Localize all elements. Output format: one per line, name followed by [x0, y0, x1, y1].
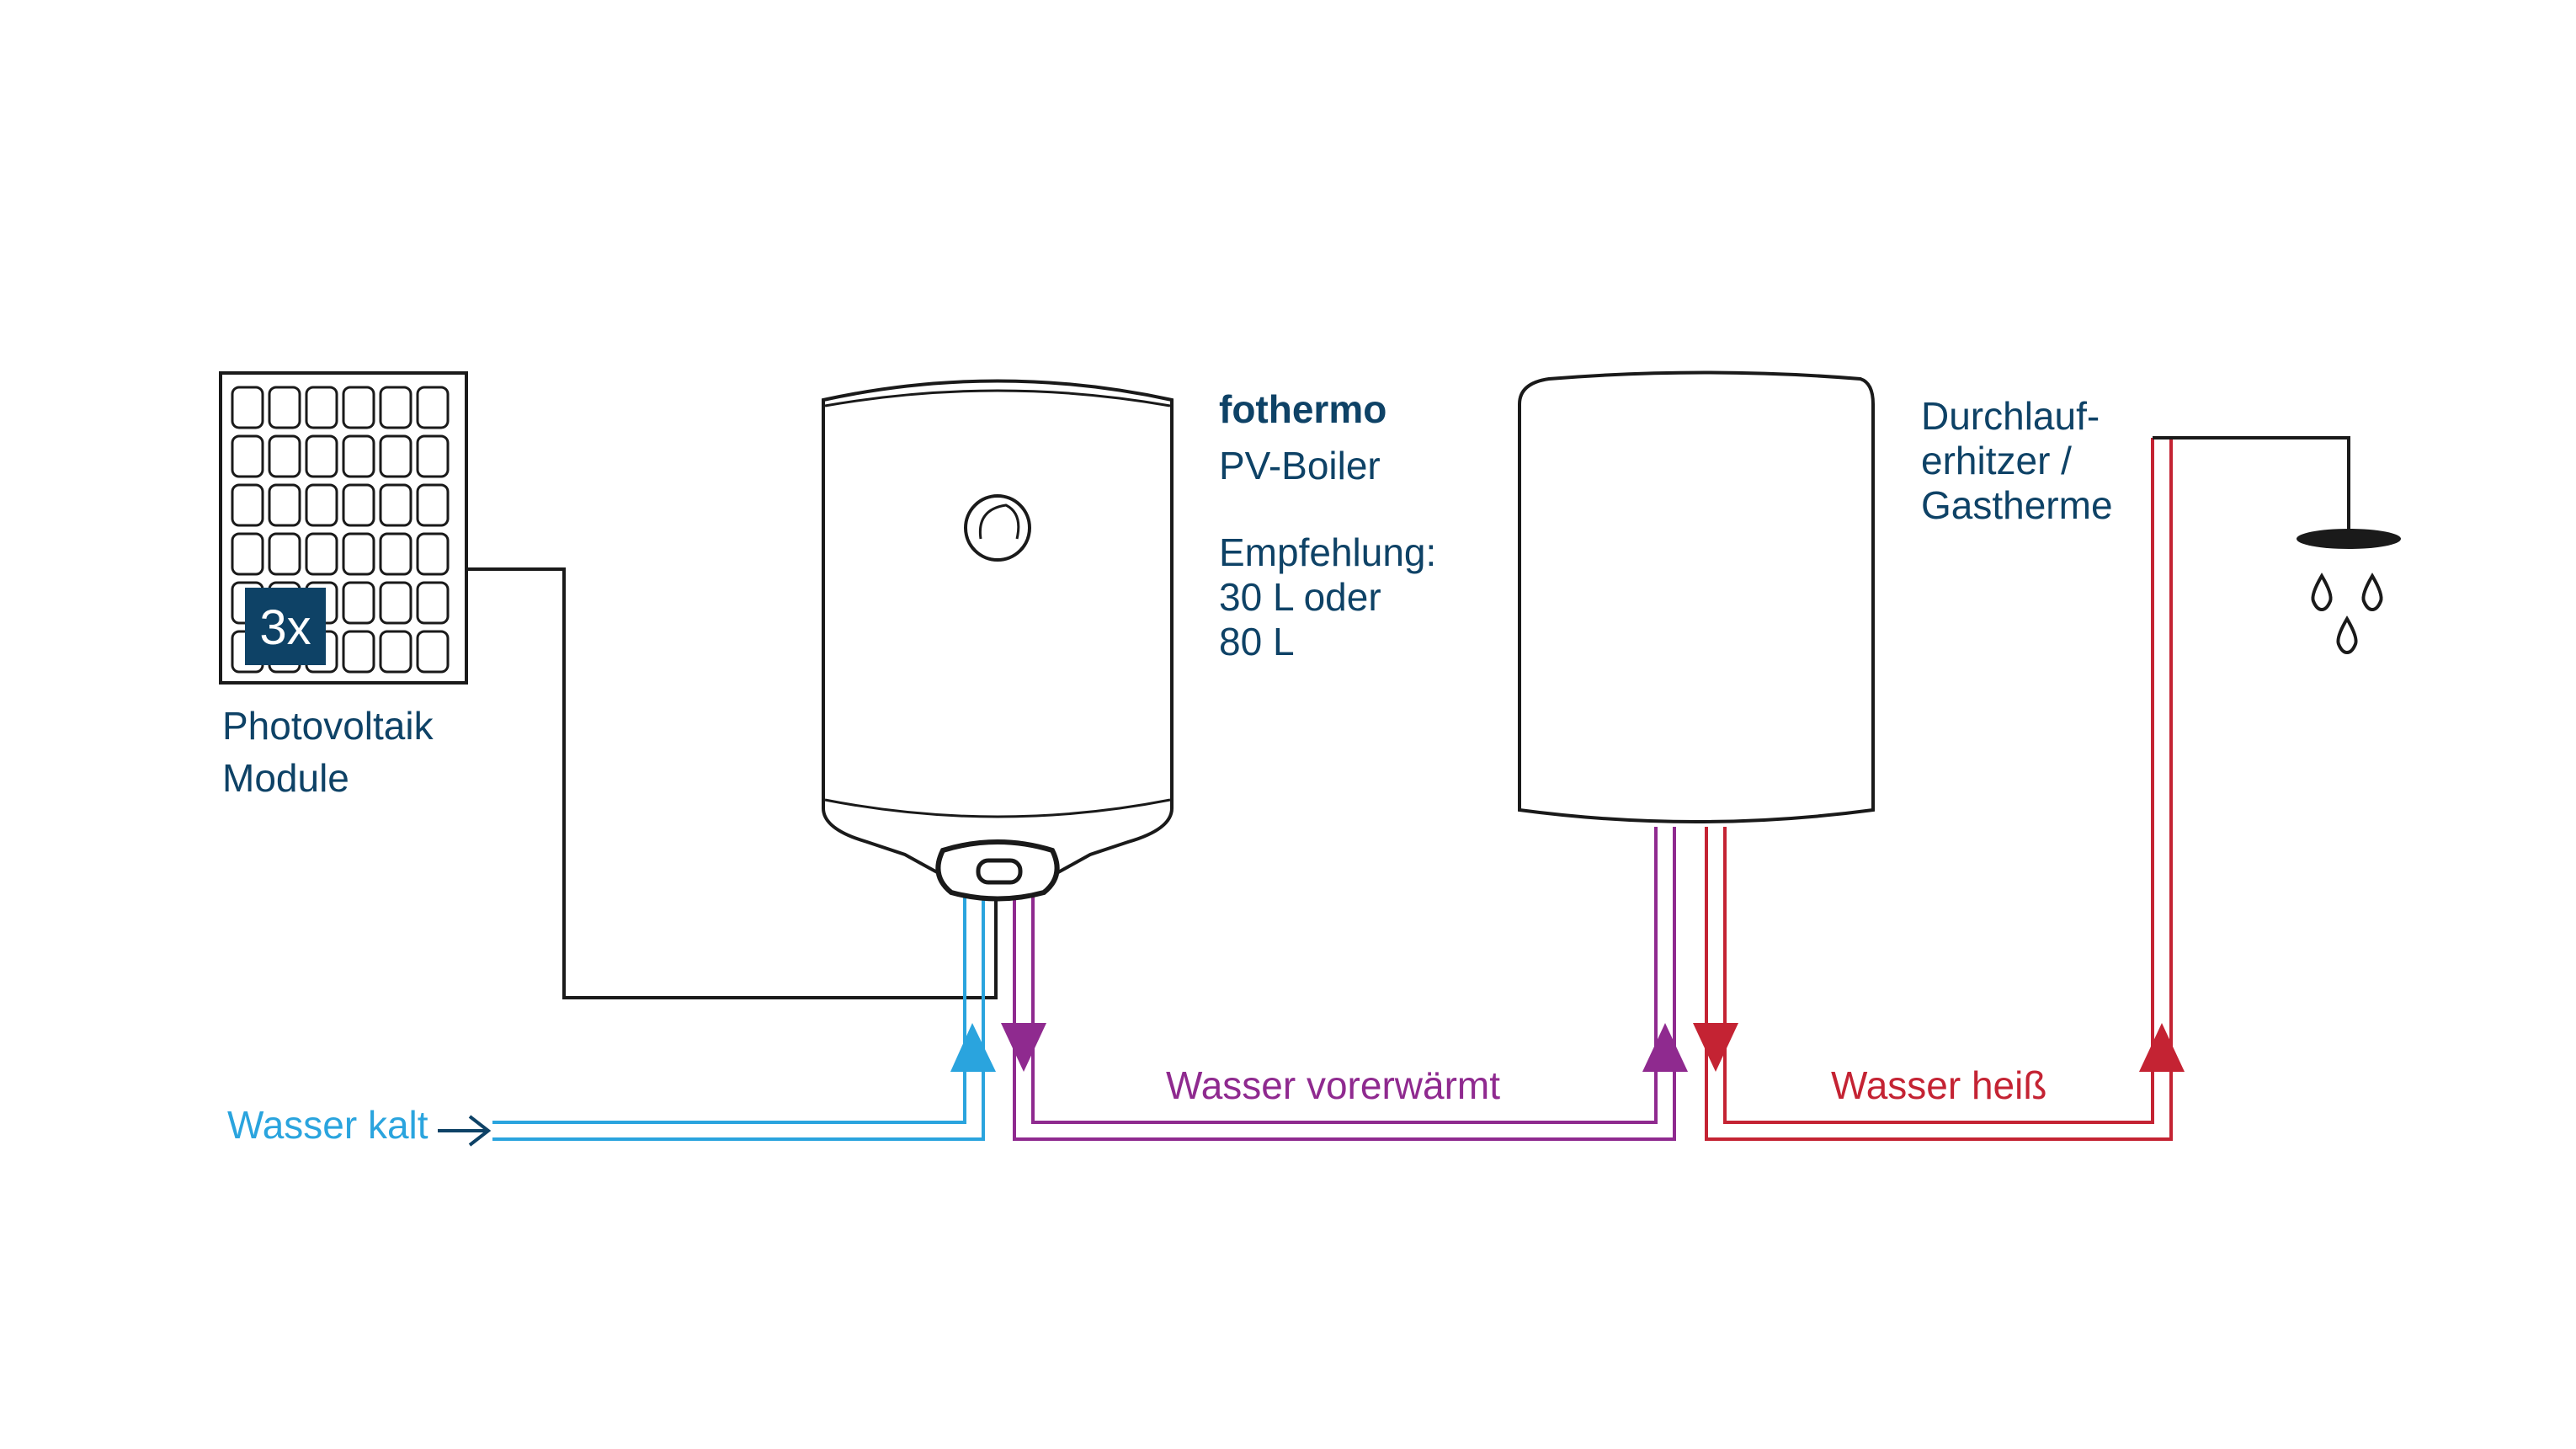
pv-module: 3x Photovoltaik Module [219, 371, 468, 800]
cold-water-pipe [492, 892, 985, 1141]
solar-cell [305, 434, 338, 478]
solar-cell [342, 483, 375, 527]
preheated-water-arrow-up [1642, 1023, 1688, 1072]
heater-label-line1: Durchlauf- [1921, 394, 2100, 438]
pv-cable [466, 567, 998, 999]
solar-cell [416, 581, 450, 625]
solar-cell [379, 630, 412, 674]
solar-cell [379, 483, 412, 527]
solar-cell [342, 581, 375, 625]
heater-label-line2: erhitzer / [1921, 439, 2072, 482]
cold-water-label: Wasser kalt [227, 1103, 428, 1147]
pv-badge-label: 3x [259, 600, 311, 655]
boiler-display [976, 858, 1023, 885]
preheated-water-arrow-down [1001, 1023, 1046, 1072]
solar-cell [268, 532, 301, 576]
pv-label-line1: Photovoltaik [222, 704, 434, 748]
water-drop-icon [2311, 573, 2383, 655]
solar-cell [231, 386, 264, 429]
pv-label-line2: Module [222, 756, 349, 800]
hot-water-arrow-down [1693, 1023, 1738, 1072]
preheated-water-pipe [1013, 827, 1676, 1141]
boiler-type: PV-Boiler [1219, 444, 1381, 487]
solar-cell [379, 532, 412, 576]
solar-cell [231, 532, 264, 576]
pv-badge [245, 588, 326, 665]
hot-water-arrow-up [2139, 1023, 2185, 1072]
solar-cell [416, 532, 450, 576]
hot-water-label: Wasser heiß [1831, 1063, 2046, 1107]
preheated-water-label: Wasser vorerwärmt [1166, 1063, 1500, 1107]
solar-cell [342, 386, 375, 429]
shower-pipe [2153, 436, 2350, 532]
instant-water-heater-icon [1518, 370, 1875, 823]
solar-cell [416, 483, 450, 527]
recommendation-line1: Empfehlung: [1219, 530, 1436, 574]
solar-cell [379, 581, 412, 625]
solar-cell [342, 630, 375, 674]
shower-head-icon [2297, 529, 2401, 549]
solar-cell [268, 483, 301, 527]
boiler-thermostat-dial [964, 494, 1031, 562]
solar-cell [342, 434, 375, 478]
solar-cell [305, 386, 338, 429]
recommendation-line2: 30 L oder [1219, 575, 1381, 619]
cold-water-arrow-up [950, 1023, 996, 1072]
solar-cell [305, 483, 338, 527]
recommendation-line3: 80 L [1219, 620, 1295, 663]
boiler-brand: fothermo [1219, 387, 1386, 431]
solar-cell [342, 532, 375, 576]
cold-water-inlet-arrow [438, 1115, 492, 1147]
water-boiler-icon [822, 379, 1174, 902]
solar-cell [416, 434, 450, 478]
solar-cell [416, 386, 450, 429]
solar-cell [379, 386, 412, 429]
solar-cell [305, 532, 338, 576]
solar-cell [231, 483, 264, 527]
heater-label-line3: Gastherme [1921, 483, 2113, 527]
solar-cell [231, 434, 264, 478]
hot-water-pipe [1705, 438, 2173, 1141]
solar-cell [268, 386, 301, 429]
solar-cell [379, 434, 412, 478]
solar-cell [416, 630, 450, 674]
solar-cell [268, 434, 301, 478]
